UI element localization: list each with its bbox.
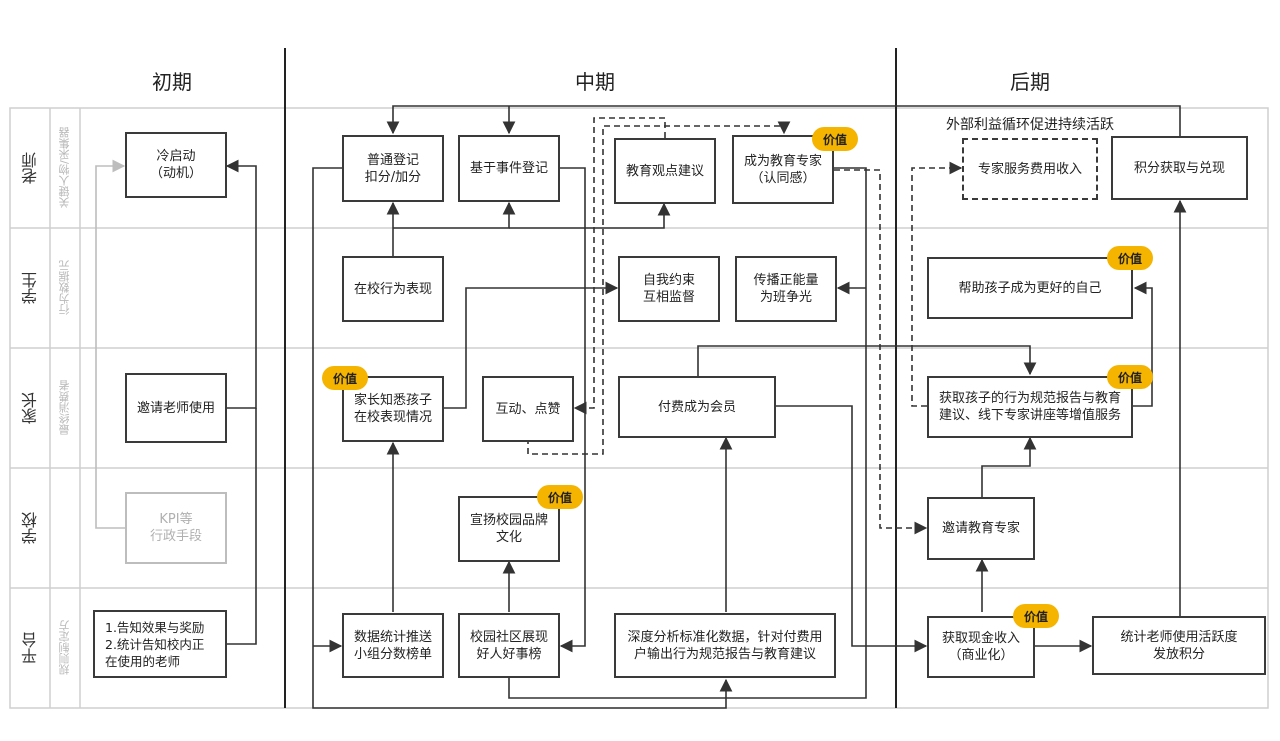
value-badge: 价值 [322,366,368,390]
node-expert-fee: 专家服务费用收入 [962,138,1098,200]
node-school-behavior: 在校行为表现 [342,256,444,322]
value-badge: 价值 [1107,365,1153,389]
node-cash-income: 获取现金收入 （商业化） [927,616,1035,678]
value-badge: 价值 [1107,246,1153,270]
node-edu-view: 教育观点建议 [614,138,716,204]
node-stat-activity: 统计老师使用活跃度 发放积分 [1092,616,1266,675]
value-badge: 价值 [537,485,583,509]
node-invite-teacher: 邀请老师使用 [125,373,227,443]
node-self-restraint: 自我约束 互相监督 [618,256,720,322]
node-get-report: 获取孩子的行为规范报告与教育 建议、线下专家讲座等增值服务 [927,376,1133,438]
value-badge: 价值 [812,127,858,151]
node-community: 校园社区展现 好人好事榜 [458,613,560,678]
node-points-redeem: 积分获取与兑现 [1111,136,1248,200]
phase-late: 后期 [1010,70,1050,94]
node-normal-register: 普通登记 扣分/加分 [342,135,444,202]
node-notify: 1.告知效果与奖励 2.统计告知校内正 在使用的老师 [93,610,227,678]
node-paid-member: 付费成为会员 [618,376,776,438]
node-data-push: 数据统计推送 小组分数榜单 [342,613,444,678]
node-interact: 互动、点赞 [482,376,574,442]
node-positive-energy: 传播正能量 为班争光 [735,256,837,322]
node-kpi: KPI等 行政手段 [125,492,227,564]
phase-early: 初期 [152,70,192,94]
node-campus-brand: 宣扬校园品牌 文化 [458,496,560,562]
value-badge: 价值 [1013,604,1059,628]
node-cold-start: 冷启动 （动机） [125,132,227,198]
loop-note: 外部利益循环促进持续活跃 [946,117,1114,133]
node-help-child: 帮助孩子成为更好的自己 [927,257,1133,319]
node-become-expert: 成为教育专家 （认同感） [732,135,834,204]
phase-middle: 中期 [575,70,615,94]
node-deep-analysis: 深度分析标准化数据，针对付费用 户输出行为规范报告与教育建议 [614,613,836,678]
node-invite-expert: 邀请教育专家 [927,497,1035,560]
node-parent-know: 家长知悉孩子 在校表现情况 [342,376,444,442]
node-event-register: 基于事件登记 [458,135,560,202]
